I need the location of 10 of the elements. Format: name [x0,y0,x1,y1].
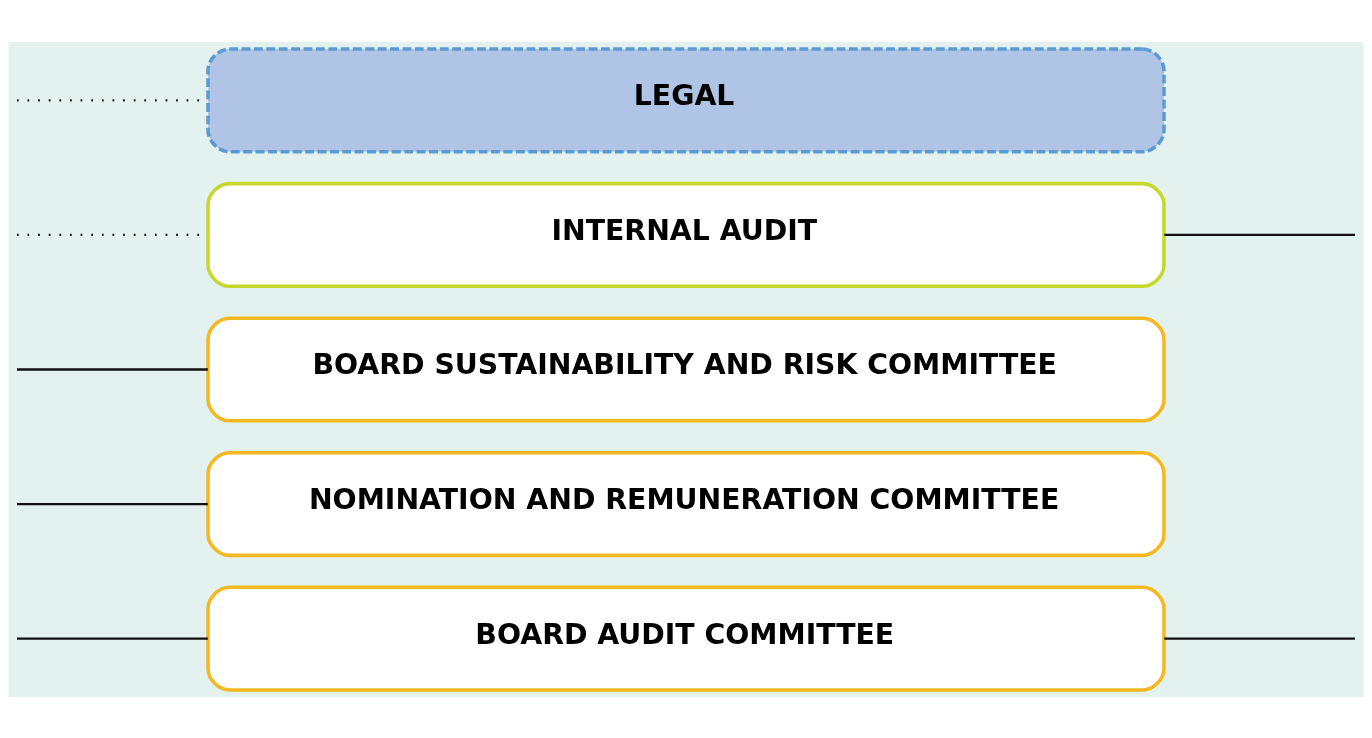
connector [16,636,208,640]
node-box: LEGAL [206,46,1166,154]
connector [1164,233,1355,236]
connector [16,367,208,371]
node-box: NOMINATION AND REMUNERATION COMMITTEE [206,450,1166,557]
node-box: BOARD AUDIT COMMITTEE [206,584,1166,692]
connector [16,502,208,505]
connector [1164,636,1355,640]
node-box: BOARD SUSTAINABILITY AND RISK COMMITTEE [206,315,1166,423]
node-box: INTERNAL AUDIT [206,181,1166,288]
